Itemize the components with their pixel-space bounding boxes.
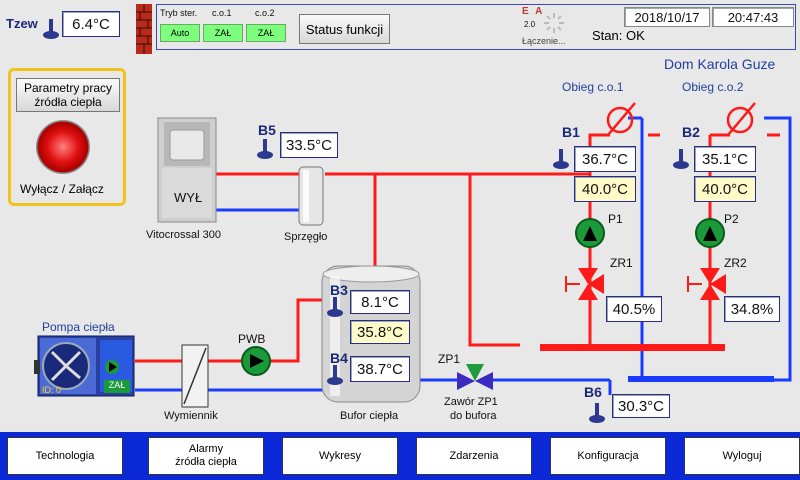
b2-value: 35.1°C bbox=[694, 146, 756, 172]
nav-zdarzenia-button[interactable]: Zdarzenia bbox=[416, 437, 532, 475]
b3-thermometer-icon bbox=[326, 296, 344, 323]
b6-thermometer-icon bbox=[588, 402, 606, 429]
heat-pump-state: ZAŁ bbox=[104, 380, 130, 393]
nav-alarmy-line2: źródła ciepła bbox=[175, 456, 237, 468]
nav-alarmy-line1: Alarmy bbox=[188, 443, 224, 455]
boiler-icon bbox=[157, 117, 217, 223]
b1-thermometer-icon bbox=[552, 148, 570, 175]
loading-spinner-icon bbox=[543, 12, 565, 39]
zp1-label-line2: do bufora bbox=[450, 410, 497, 422]
co1-header: c.o.1 bbox=[212, 8, 232, 18]
b1-tag: B1 bbox=[562, 124, 580, 140]
b2-thermometer-icon bbox=[672, 148, 690, 175]
co2-header: c.o.2 bbox=[255, 8, 275, 18]
b1-setpoint[interactable]: 40.0°C bbox=[574, 176, 636, 202]
coupler-label: Sprzęgło bbox=[284, 231, 328, 243]
time-display: 20:47:43 bbox=[712, 7, 794, 27]
exchanger-label: Wymiennik bbox=[164, 410, 218, 422]
b6-value: 30.3°C bbox=[612, 394, 670, 418]
brick-icon bbox=[136, 4, 152, 54]
mode-auto-indicator[interactable]: Auto bbox=[160, 24, 200, 42]
tzew-label: Tzew bbox=[6, 16, 38, 31]
pwb-label: PWB bbox=[238, 332, 266, 346]
system-state: Stan: OK bbox=[592, 28, 645, 43]
b2-setpoint[interactable]: 40.0°C bbox=[694, 176, 756, 202]
heat-pump-title: Pompa ciepła bbox=[42, 320, 115, 334]
b4-tag: B4 bbox=[330, 350, 348, 366]
ea-version: 2.0 bbox=[524, 20, 536, 29]
source-toggle-button[interactable] bbox=[36, 120, 90, 174]
boiler-state: WYŁ bbox=[174, 190, 203, 205]
zr1-label: ZR1 bbox=[610, 256, 633, 270]
nav-wykresy-button[interactable]: Wykresy bbox=[282, 437, 398, 475]
b4-value: 38.7°C bbox=[350, 356, 410, 382]
zr2-label: ZR2 bbox=[724, 256, 747, 270]
tzew-value: 6.4°C bbox=[62, 11, 120, 37]
source-toggle-label: Wyłącz / Załącz bbox=[20, 182, 104, 196]
b6-tag: B6 bbox=[584, 384, 602, 400]
pump-pwb-icon bbox=[241, 346, 271, 376]
pump-p1-label: P1 bbox=[608, 212, 623, 226]
b2-tag: B2 bbox=[682, 124, 700, 140]
heat-exchanger-icon bbox=[181, 344, 209, 408]
nav-wyloguj-button[interactable]: Wyloguj bbox=[684, 437, 800, 475]
zr2-opening: 34.8% bbox=[724, 296, 780, 322]
co2-state-indicator[interactable]: ZAŁ bbox=[246, 24, 286, 42]
nav-technologia-button[interactable]: Technologia bbox=[7, 437, 123, 475]
boiler-name: Vitocrossal 300 bbox=[146, 229, 222, 241]
ea-logo-text: E A bbox=[522, 6, 545, 17]
pump-p2-label: P2 bbox=[724, 212, 739, 226]
date-display: 2018/10/17 bbox=[624, 7, 710, 27]
heat-pump-id: ID: 0 bbox=[42, 385, 62, 395]
co1-state-indicator[interactable]: ZAŁ bbox=[203, 24, 243, 42]
zp1-valve-icon bbox=[457, 364, 493, 390]
b3-tag: B3 bbox=[330, 282, 348, 298]
nav-konfiguracja-button[interactable]: Konfiguracja bbox=[550, 437, 666, 475]
pump-p2-icon bbox=[695, 218, 725, 248]
b3-setpoint[interactable]: 35.8°C bbox=[350, 320, 410, 344]
mode-header: Tryb ster. bbox=[160, 8, 198, 18]
b4-thermometer-icon bbox=[326, 364, 344, 391]
zr1-opening: 40.5% bbox=[606, 296, 662, 322]
b5-value: 33.5°C bbox=[280, 132, 338, 158]
zr1-valve-icon bbox=[565, 268, 604, 300]
connecting-status: Łączenie... bbox=[522, 36, 566, 46]
b1-value: 36.7°C bbox=[574, 146, 636, 172]
buffer-label: Bufor ciepła bbox=[340, 410, 399, 422]
b5-thermometer-icon bbox=[256, 138, 274, 165]
source-params-button[interactable]: Parametry pracy źródła ciepła bbox=[16, 78, 120, 112]
status-functions-button[interactable]: Status funkcji bbox=[299, 14, 390, 44]
bottom-nav-bar bbox=[0, 432, 800, 480]
ea-logo: E A bbox=[522, 6, 544, 17]
pump-p1-icon bbox=[575, 218, 605, 248]
circuit1-title: Obieg c.o.1 bbox=[562, 80, 624, 94]
nav-alarmy-button[interactable]: Alarmy źródła ciepła bbox=[148, 437, 264, 475]
zp1-label-line1: Zawór ZP1 bbox=[444, 396, 498, 408]
b5-tag: B5 bbox=[258, 122, 276, 138]
zr2-valve-icon bbox=[687, 268, 726, 300]
heat-source-panel bbox=[8, 68, 126, 206]
coupler-icon bbox=[298, 166, 324, 226]
site-title: Dom Karola Guze bbox=[664, 56, 776, 72]
circuit2-title: Obieg c.o.2 bbox=[682, 80, 744, 94]
b3-value: 8.1°C bbox=[350, 290, 410, 314]
thermometer-icon bbox=[42, 18, 60, 45]
zp1-tag: ZP1 bbox=[438, 352, 461, 366]
